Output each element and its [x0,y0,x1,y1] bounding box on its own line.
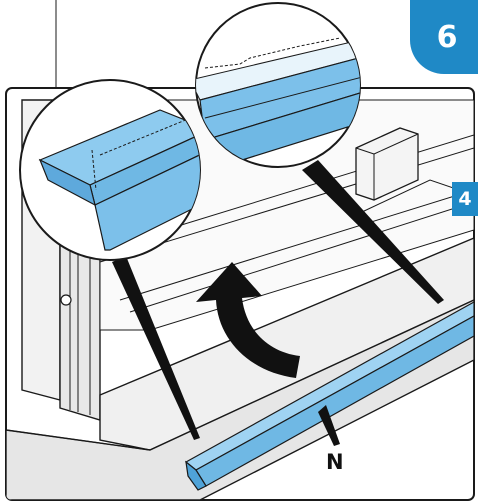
blue-seal-strip [184,300,475,491]
control-block [355,127,419,201]
part-n-pointer [318,405,340,446]
callout-pointer-left [112,256,200,440]
callout-pointer-right [302,160,444,304]
detail-circle-right [195,2,361,168]
part-label-n: N [326,450,344,474]
curved-direction-arrow [196,262,300,378]
reference-number-badge: 4 [452,182,478,216]
hinge-screw [60,294,72,306]
appliance-scene [6,99,474,500]
step-number-badge: 6 [410,0,478,74]
detail-circle-left [19,79,201,261]
